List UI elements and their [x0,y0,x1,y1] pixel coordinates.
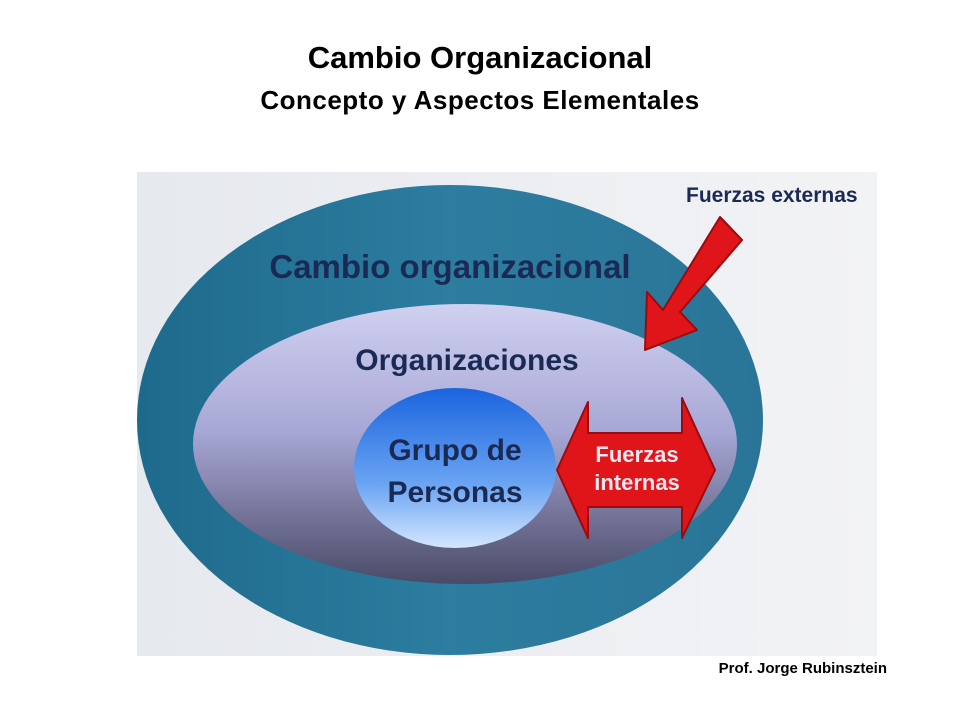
external-forces-label: Fuerzas externas [686,184,858,207]
middle-ellipse-label: Organizaciones [355,344,578,377]
slide-subtitle: Concepto y Aspectos Elementales [260,85,700,115]
inner-circle-label-line2: Personas [387,476,522,509]
inner-circle-label-line1: Grupo de [388,434,521,467]
external-forces-arrow [644,216,743,351]
outer-ellipse-label: Cambio organizacional [269,248,630,285]
organizational-change-diagram: Cambio organizacional Organizaciones Gru… [137,172,877,656]
inner-circle-grupo-de-personas [354,388,556,548]
internal-forces-label-line1: Fuerzas [595,442,678,467]
internal-forces-label-line2: internas [594,470,680,495]
author-credit: Prof. Jorge Rubinsztein [718,660,887,677]
internal-forces-double-arrow [556,397,716,539]
slide-title: Cambio Organizacional [307,40,653,75]
